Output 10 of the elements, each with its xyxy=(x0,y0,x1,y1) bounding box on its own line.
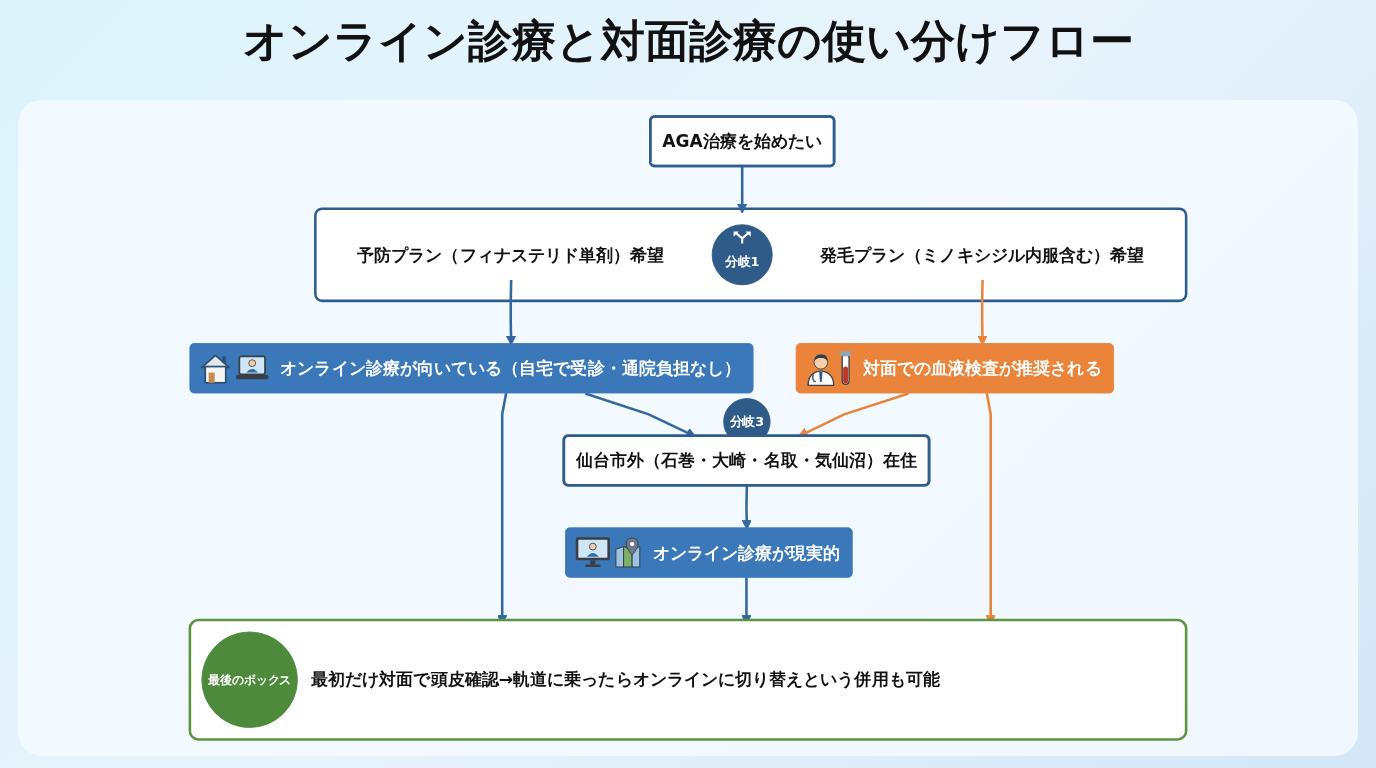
node-text: 発毛プラン（ミノキシジル内服含む）希望 xyxy=(820,244,1145,266)
arrow xyxy=(737,166,748,214)
title: オンライン診療と対面診療の使い分けフロー xyxy=(241,14,1135,68)
node-box: オンライン診療が向いている（自宅で受診・通院負担なし） xyxy=(189,343,754,394)
node-box: 対面での血液検査が推奨される xyxy=(795,343,1114,394)
node-circle: 分岐1 xyxy=(711,224,773,286)
cluster xyxy=(314,207,1188,303)
node-circle: 最後のボックス xyxy=(201,631,298,728)
node-text: 予防プラン（フィナステリド単剤）希望 xyxy=(357,244,665,266)
node-box: オンライン診療が現実的 xyxy=(565,527,853,578)
